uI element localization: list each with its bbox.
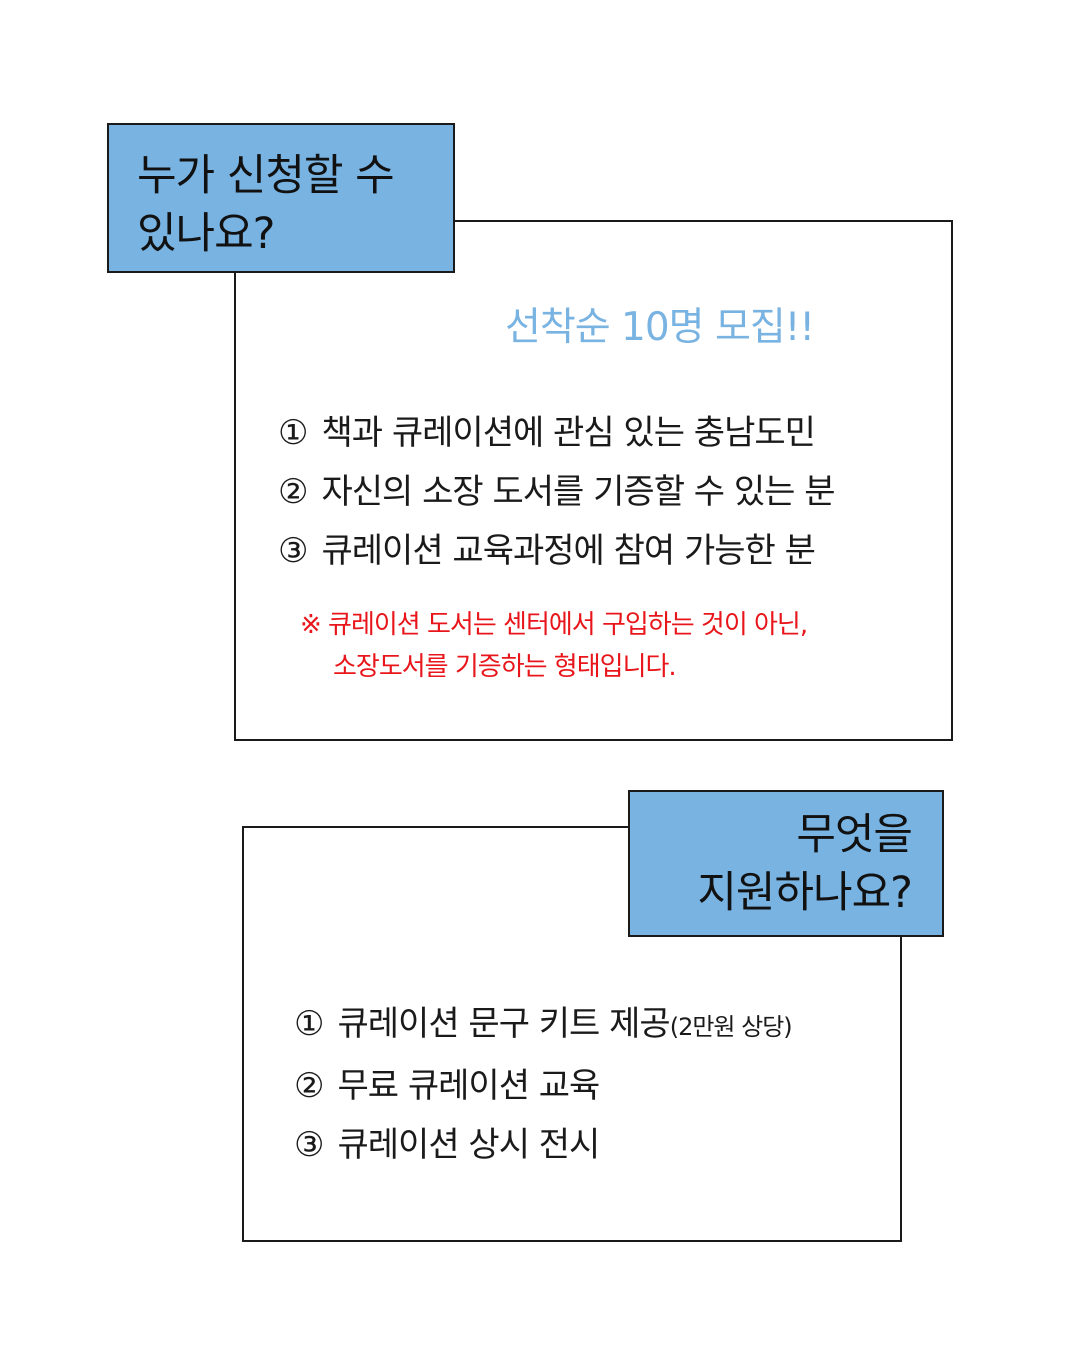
list-item-number: ② xyxy=(294,1066,325,1106)
support-heading-line-2: 지원하나요? xyxy=(697,868,913,918)
support-heading: 무엇을 지원하나요? xyxy=(628,790,944,937)
list-item-number: ① xyxy=(294,1004,325,1044)
eligibility-panel xyxy=(234,220,953,741)
list-item-text: 책과 큐레이션에 관심 있는 충남도민 xyxy=(321,413,815,453)
list-item-note: (2만원 상당) xyxy=(669,1013,793,1041)
support-list: ① 큐레이션 문구 키트 제공(2만원 상당) ② 무료 큐레이션 교육 ③ 큐레이션… xyxy=(294,995,793,1175)
list-item-text: 큐레이션 교육과정에 참여 가능한 분 xyxy=(321,531,815,571)
donation-note-line-2: 소장도서를 기증하는 형태입니다. xyxy=(333,652,677,682)
eligibility-list: ① 책과 큐레이션에 관심 있는 충남도민 ② 자신의 소장 도서를 기증할 수 있… xyxy=(278,404,836,581)
list-item-text: 큐레이션 문구 키트 제공 xyxy=(337,1004,670,1044)
list-item: ③ 큐레이션 교육과정에 참여 가능한 분 xyxy=(278,522,835,581)
list-item-number: ③ xyxy=(278,531,309,571)
list-item: ③ 큐레이션 상시 전시 xyxy=(294,1116,792,1175)
list-item: ② 무료 큐레이션 교육 xyxy=(294,1057,792,1116)
eligibility-heading-line-1: 누가 신청할 수 xyxy=(137,151,395,201)
list-item-number: ③ xyxy=(294,1125,325,1165)
list-item-text: 자신의 소장 도서를 기증할 수 있는 분 xyxy=(321,472,835,512)
list-item: ② 자신의 소장 도서를 기증할 수 있는 분 xyxy=(278,463,836,522)
recruitment-highlight: 선착순 10명 모집!! xyxy=(505,305,815,350)
list-item-text: 큐레이션 상시 전시 xyxy=(337,1125,600,1165)
list-item: ① 책과 큐레이션에 관심 있는 충남도민 xyxy=(278,404,835,463)
support-heading-line-1: 무엇을 xyxy=(796,810,913,860)
eligibility-heading-line-2: 있나요? xyxy=(137,209,276,259)
eligibility-heading: 누가 신청할 수 있나요? xyxy=(107,123,455,273)
list-item-number: ① xyxy=(278,413,309,453)
donation-note-line-1: ※ 큐레이션 도서는 센터에서 구입하는 것이 아닌, xyxy=(300,610,808,640)
list-item-number: ② xyxy=(278,472,309,512)
list-item: ① 큐레이션 문구 키트 제공(2만원 상당) xyxy=(294,995,793,1057)
donation-note: ※ 큐레이션 도서는 센터에서 구입하는 것이 아닌, 소장도서를 기증하는 형… xyxy=(300,604,808,688)
list-item-text: 무료 큐레이션 교육 xyxy=(337,1066,600,1106)
